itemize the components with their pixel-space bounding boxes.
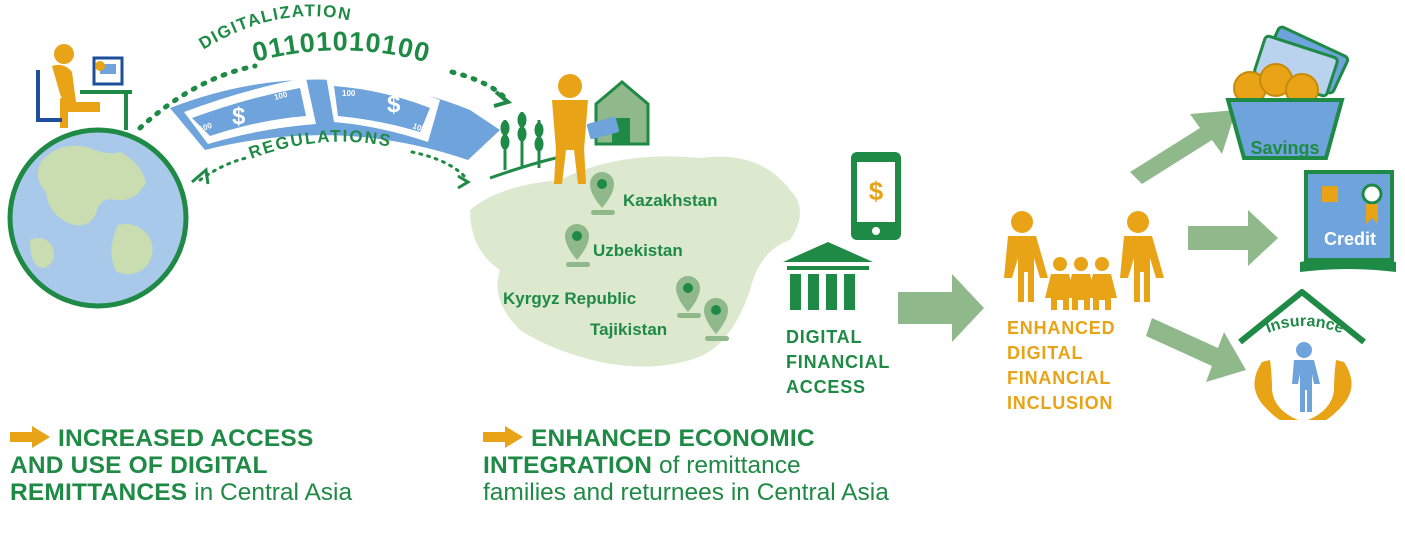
dotted-arc-bottom-right [410,150,468,180]
caption-arrow-icon [483,426,523,448]
dotted-arc-top-left [137,63,258,131]
note-value-2: 100 [273,90,289,102]
arrow-to-savings [1130,110,1236,184]
family-icon [1004,211,1164,310]
country-label-kazakhstan: Kazakhstan [623,191,717,210]
phone-dollar-sign: $ [869,176,884,206]
arrow-to-inclusion [898,274,984,342]
map-pin-icon-kazakhstan [590,172,615,215]
caption-increased-access: INCREASED ACCESS AND USE OF DIGITAL REMI… [10,425,353,506]
digital-financial-access-label: DIGITAL FINANCIAL ACCESS [786,327,896,397]
binary-code-label: 01101010100 [249,26,433,68]
note-value-3: 100 [342,89,356,98]
arrow-to-insurance [1146,318,1246,382]
note-value-1: 100 [198,121,214,134]
dollar-sign-note-1: $ [232,103,246,130]
remittance-diagram: DIGITALIZATION 01101010100 $ $ 100 100 1… [7,1,1396,420]
country-label-kyrgyz-republic: Kyrgyz Republic [503,289,636,308]
money-transfer-arrow [170,76,500,160]
arrowhead-bottom-right [457,174,471,190]
dotted-arc-bottom-left [198,156,248,182]
arrowhead-top [493,90,513,108]
country-label-uzbekistan: Uzbekistan [593,241,683,260]
globe-icon [7,127,189,309]
caption-arrow-icon [10,426,50,448]
house-icon [586,80,650,146]
savings-label: Savings [1250,138,1319,158]
note-value-4: 100 [411,121,427,134]
enhanced-digital-financial-inclusion-label: ENHANCED DIGITAL FINANCIAL INCLUSION [1007,318,1121,413]
savings-icon [1225,25,1350,160]
credit-icon [1300,170,1396,272]
caption-economic-integration: ENHANCED ECONOMIC INTEGRATION of remitta… [483,425,889,506]
credit-label: Credit [1324,229,1376,249]
map-pin-icon-uzbekistan [565,224,590,267]
remittance-recipient-person-icon [552,74,588,184]
map-pin-icon-tajikistan [704,298,729,341]
map-pin-icon-kyrgyz-republic [676,276,701,318]
arrow-to-credit [1188,210,1278,266]
bank-building-icon [783,242,873,310]
insurance-icon [1238,289,1366,420]
person-at-computer-icon [36,44,132,130]
mobile-phone-icon [851,152,901,240]
country-label-tajikistan: Tajikistan [590,320,667,339]
arrowhead-bottom-left [191,167,210,185]
wheat-icon [489,112,557,180]
dollar-sign-note-2: $ [387,91,401,118]
